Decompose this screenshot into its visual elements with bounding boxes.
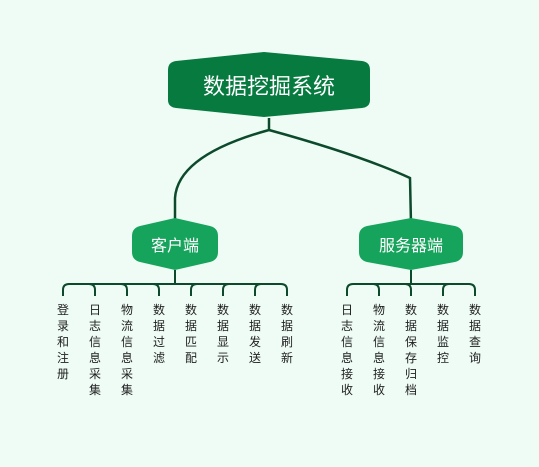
leaf-data-refresh: 数据刷新 <box>280 303 293 365</box>
connector-client-leaf-2 <box>88 283 96 296</box>
connector-client-leaf-4 <box>152 283 160 296</box>
root-node: 数据挖掘系统 <box>168 52 370 117</box>
connector-client-leaf-5 <box>190 283 198 296</box>
leaf-data-display: 数据显示 <box>216 303 229 365</box>
branch-node-client-label: 客户端 <box>150 236 199 255</box>
connector-server-leaf-3 <box>404 283 412 296</box>
branch-node-server-label: 服务器端 <box>378 236 443 255</box>
connector-client-bus <box>62 283 288 296</box>
branch-node-client: 客户端 <box>132 218 218 270</box>
connector-client-leaf-6 <box>222 283 230 296</box>
connector-root-to-server <box>268 128 413 225</box>
leaf-data-monitor: 数据监控 <box>436 303 449 365</box>
connector-client-leaf-3 <box>120 283 128 296</box>
branch-node-server-shape <box>359 218 463 270</box>
leaf-data-filter: 数据过滤 <box>152 303 165 365</box>
root-node-label: 数据挖掘系统 <box>202 74 335 100</box>
connector-server-bus <box>346 283 476 296</box>
leaf-data-archive: 数据保存归档 <box>404 303 417 397</box>
connector-server-leaf-2 <box>372 283 380 296</box>
connector-root-to-client <box>173 118 271 224</box>
branch-node-server: 服务器端 <box>359 218 463 270</box>
connector-client-leaf-7 <box>254 283 262 296</box>
root-node-shape <box>168 52 370 117</box>
branch-node-client-shape <box>132 218 218 270</box>
leaf-log-collect: 日志信息采集 <box>88 303 101 397</box>
leaf-login-register: 登录和注册 <box>56 303 69 381</box>
leaf-logistics-collect: 物流信息采集 <box>120 303 133 397</box>
leaf-data-send: 数据发送 <box>248 303 261 365</box>
leaf-logistics-receive: 物流信息接收 <box>372 303 385 397</box>
leaf-log-receive: 日志信息接收 <box>340 303 353 397</box>
connector-server-leaf-4 <box>442 283 450 296</box>
leaf-data-query: 数据查询 <box>468 303 481 365</box>
leaf-data-match: 数据匹配 <box>184 303 197 365</box>
